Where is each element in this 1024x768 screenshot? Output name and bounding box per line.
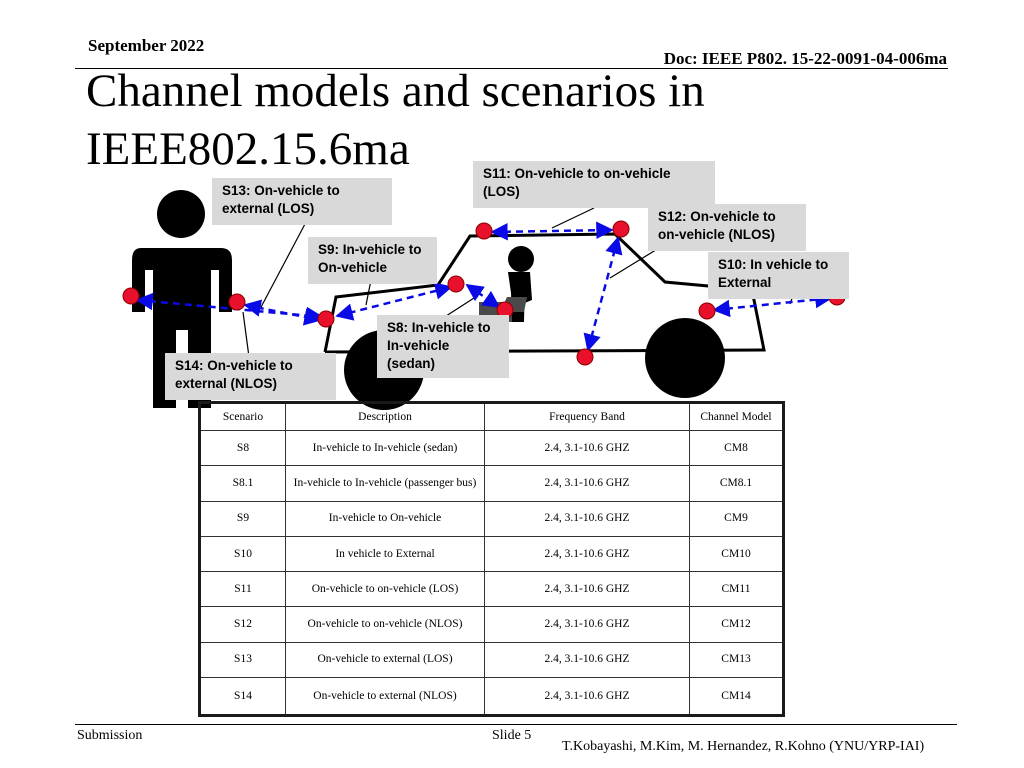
cell-scenario: S12	[199, 606, 286, 643]
header-date: September 2022	[88, 36, 205, 55]
cell-description: On-vehicle to on-vehicle (NLOS)	[285, 606, 485, 643]
table-row: S14 On-vehicle to external (NLOS) 2.4, 3…	[199, 677, 784, 716]
cell-scenario: S8	[199, 429, 286, 467]
node	[447, 275, 465, 293]
col-header-description: Description	[285, 402, 485, 431]
node	[317, 310, 335, 328]
header-divider	[75, 68, 948, 69]
cell-band: 2.4, 3.1-10.6 GHZ	[484, 429, 690, 467]
cell-scenario: S8.1	[199, 465, 286, 502]
header-doc-id: Doc: IEEE P802. 15-22-0091-04-006ma	[663, 49, 947, 68]
cell-description: On-vehicle to on-vehicle (LOS)	[285, 571, 485, 608]
scenario-table: Scenario Description Frequency Band Chan…	[198, 401, 785, 717]
slide-title: Channel models and scenarios in IEEE802.…	[86, 65, 705, 175]
node	[698, 302, 716, 320]
label-s9: S9: In-vehicle to On-vehicle	[308, 237, 437, 284]
cell-model: CM9	[689, 500, 784, 537]
label-s8: S8: In-vehicle to In-vehicle (sedan)	[377, 315, 509, 378]
cell-model: CM12	[689, 606, 784, 643]
cell-band: 2.4, 3.1-10.6 GHZ	[484, 535, 690, 573]
table-row: S13 On-vehicle to external (LOS) 2.4, 3.…	[199, 641, 784, 679]
col-header-scenario: Scenario	[199, 402, 286, 431]
label-s10: S10: In vehicle to External	[708, 252, 849, 299]
label-s13: S13: On-vehicle to external (LOS)	[212, 178, 392, 225]
label-s12: S12: On-vehicle to on-vehicle (NLOS)	[648, 204, 806, 251]
cell-scenario: S14	[199, 677, 286, 716]
cell-description: In vehicle to External	[285, 535, 485, 573]
table-row: S8 In-vehicle to In-vehicle (sedan) 2.4,…	[199, 429, 784, 467]
link-arrows	[135, 221, 833, 352]
label-s14: S14: On-vehicle to external (NLOS)	[165, 353, 336, 400]
node	[576, 348, 594, 366]
footer-slide-number: Slide 5	[492, 728, 532, 743]
table-header-row: Scenario Description Frequency Band Chan…	[199, 402, 784, 431]
footer-authors: T.Kobayashi, M.Kim, M. Hernandez, R.Kohn…	[562, 739, 925, 754]
cell-description: On-vehicle to external (NLOS)	[285, 677, 485, 716]
cell-description: In-vehicle to In-vehicle (sedan)	[285, 429, 485, 467]
cell-description: In-vehicle to In-vehicle (passenger bus)	[285, 465, 485, 502]
node	[228, 293, 246, 311]
table-row: S12 On-vehicle to on-vehicle (NLOS) 2.4,…	[199, 606, 784, 643]
cell-scenario: S13	[199, 641, 286, 679]
table-row: S10 In vehicle to External 2.4, 3.1-10.6…	[199, 535, 784, 573]
table-row: S8.1 In-vehicle to In-vehicle (passenger…	[199, 465, 784, 502]
cell-scenario: S9	[199, 500, 286, 537]
footer-submission: Submission	[77, 728, 143, 743]
cell-description: In-vehicle to On-vehicle	[285, 500, 485, 537]
cell-band: 2.4, 3.1-10.6 GHZ	[484, 465, 690, 502]
col-header-frequency-band: Frequency Band	[484, 402, 690, 431]
cell-band: 2.4, 3.1-10.6 GHZ	[484, 500, 690, 537]
table-row: S11 On-vehicle to on-vehicle (LOS) 2.4, …	[199, 571, 784, 608]
footer-divider	[75, 724, 957, 725]
cell-band: 2.4, 3.1-10.6 GHZ	[484, 606, 690, 643]
label-s11: S11: On-vehicle to on-vehicle (LOS)	[473, 161, 715, 208]
cell-scenario: S10	[199, 535, 286, 573]
cell-model: CM13	[689, 641, 784, 679]
table-row: S9 In-vehicle to On-vehicle 2.4, 3.1-10.…	[199, 500, 784, 537]
node	[475, 222, 493, 240]
cell-scenario: S11	[199, 571, 286, 608]
cell-model: CM11	[689, 571, 784, 608]
cell-model: CM8.1	[689, 465, 784, 502]
cell-band: 2.4, 3.1-10.6 GHZ	[484, 677, 690, 716]
cell-model: CM10	[689, 535, 784, 573]
cell-band: 2.4, 3.1-10.6 GHZ	[484, 571, 690, 608]
cell-model: CM8	[689, 429, 784, 467]
cell-band: 2.4, 3.1-10.6 GHZ	[484, 641, 690, 679]
col-header-channel-model: Channel Model	[689, 402, 784, 431]
node	[612, 220, 630, 238]
cell-model: CM14	[689, 677, 784, 716]
sensor-nodes	[122, 220, 846, 366]
node	[122, 287, 140, 305]
cell-description: On-vehicle to external (LOS)	[285, 641, 485, 679]
